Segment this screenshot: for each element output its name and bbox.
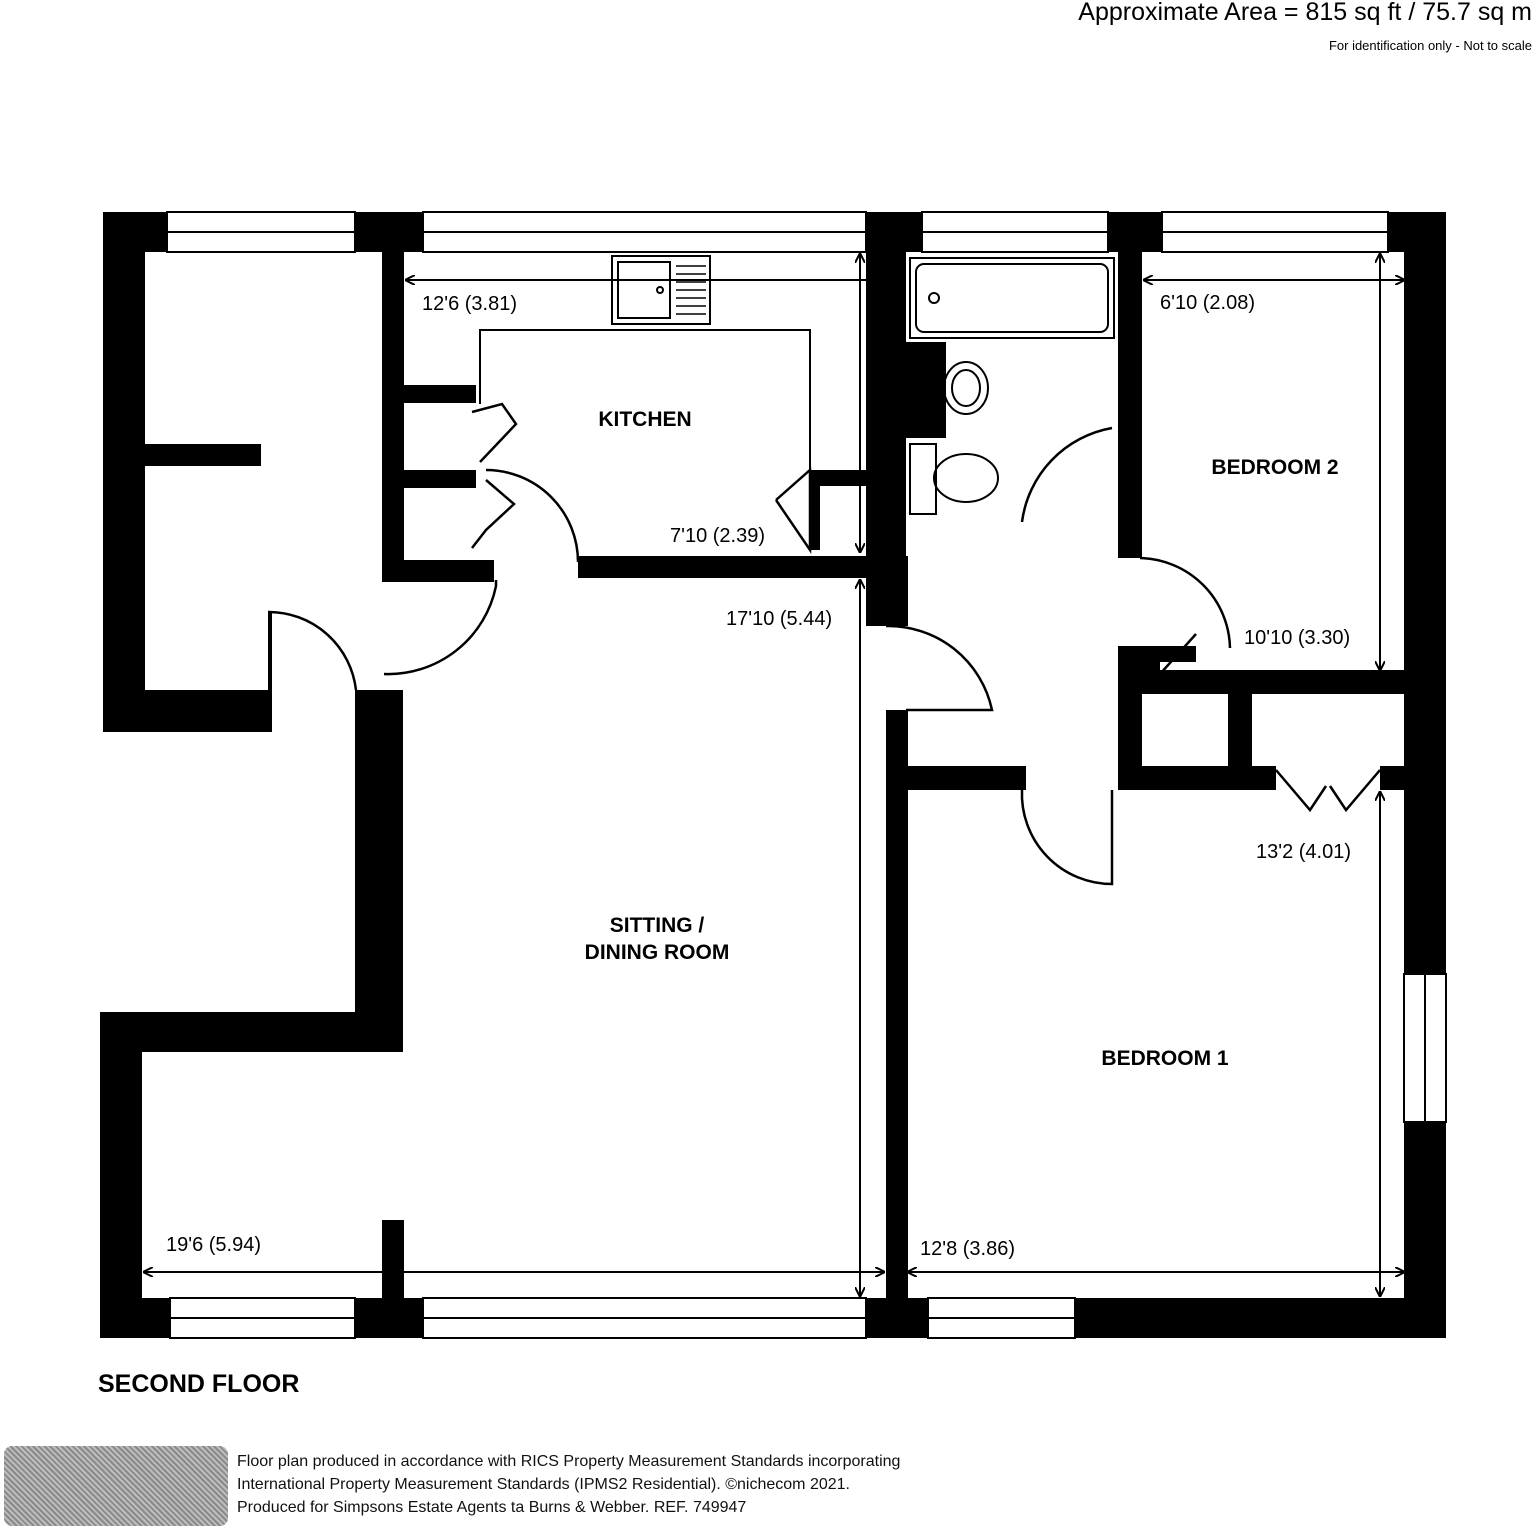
credits-line1: Floor plan produced in accordance with R… — [237, 1453, 901, 1470]
sitting-label-line2: DINING ROOM — [585, 941, 730, 964]
credits-line3: Produced for Simpsons Estate Agents ta B… — [237, 1499, 747, 1516]
dimension-lines — [144, 254, 1404, 1296]
bedroom2-width-label: 6'10 (2.08) — [1160, 292, 1255, 314]
kitchen-depth-label: 7'10 (2.39) — [670, 525, 765, 547]
approximate-area: Approximate Area = 815 sq ft / 75.7 sq m — [1078, 0, 1532, 26]
sitting-label-line1: SITTING / — [610, 914, 705, 937]
walls — [100, 212, 1446, 1338]
bedroom1-width-label: 12'8 (3.86) — [920, 1238, 1015, 1260]
fixtures — [479, 255, 1115, 515]
doors — [267, 402, 1381, 886]
kitchen-label: KITCHEN — [598, 408, 691, 431]
sitting-depth-label: 17'10 (5.44) — [726, 608, 832, 630]
bedroom1-depth-label: 13'2 (4.01) — [1256, 841, 1351, 863]
credits-line2: International Property Measurement Stand… — [237, 1476, 850, 1493]
logo-block — [4, 1446, 228, 1526]
identification-note: For identification only - Not to scale — [1328, 38, 1532, 53]
kitchen-width-label: 12'6 (3.81) — [422, 293, 517, 315]
windows — [166, 211, 1447, 1339]
bedroom2-depth-label: 10'10 (3.30) — [1244, 627, 1350, 649]
floor-label: SECOND FLOOR — [98, 1370, 300, 1398]
bedroom2-label: BEDROOM 2 — [1211, 456, 1338, 479]
bedroom1-label: BEDROOM 1 — [1101, 1047, 1229, 1070]
sitting-width-label: 19'6 (5.94) — [166, 1234, 261, 1256]
credits: Floor plan produced in accordance with R… — [237, 1450, 900, 1519]
